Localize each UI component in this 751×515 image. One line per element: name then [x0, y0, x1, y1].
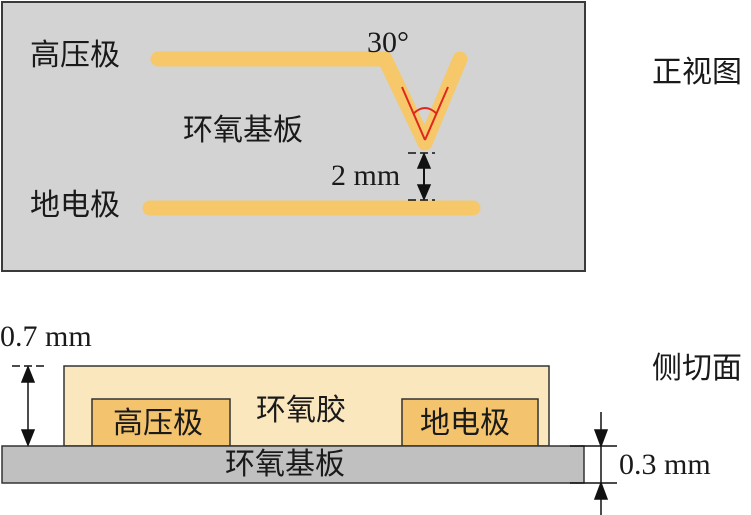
side-hv-electrode-label: 高压极	[113, 406, 203, 441]
angle-marker-icon	[401, 86, 449, 141]
front-ground-electrode-label: 地电极	[30, 188, 120, 223]
gap-dimension-icon	[408, 152, 435, 201]
substrate-thickness-dimension-icon	[570, 412, 617, 515]
side-substrate-label: 环氧基板	[225, 447, 345, 482]
angle-label: 30°	[367, 26, 409, 59]
glue-thickness-dimension-icon	[12, 364, 44, 448]
side-substrate	[1, 445, 585, 484]
gap-label: 2 mm	[331, 159, 401, 192]
epoxy-glue-label: 环氧胶	[256, 393, 346, 428]
side-hv-electrode	[91, 398, 231, 447]
front-substrate	[1, 1, 586, 272]
front-hv-electrode-label: 高压极	[30, 38, 120, 73]
side-ground-electrode	[401, 398, 539, 447]
front-view-title: 正视图	[652, 55, 742, 90]
side-ground-electrode-label: 地电极	[420, 406, 510, 441]
substrate-thickness-label: 0.3 mm	[619, 448, 711, 481]
glue-thickness-label: 0.7 mm	[0, 320, 92, 353]
front-substrate-label: 环氧基板	[183, 113, 303, 148]
side-view-title: 侧切面	[652, 351, 742, 386]
